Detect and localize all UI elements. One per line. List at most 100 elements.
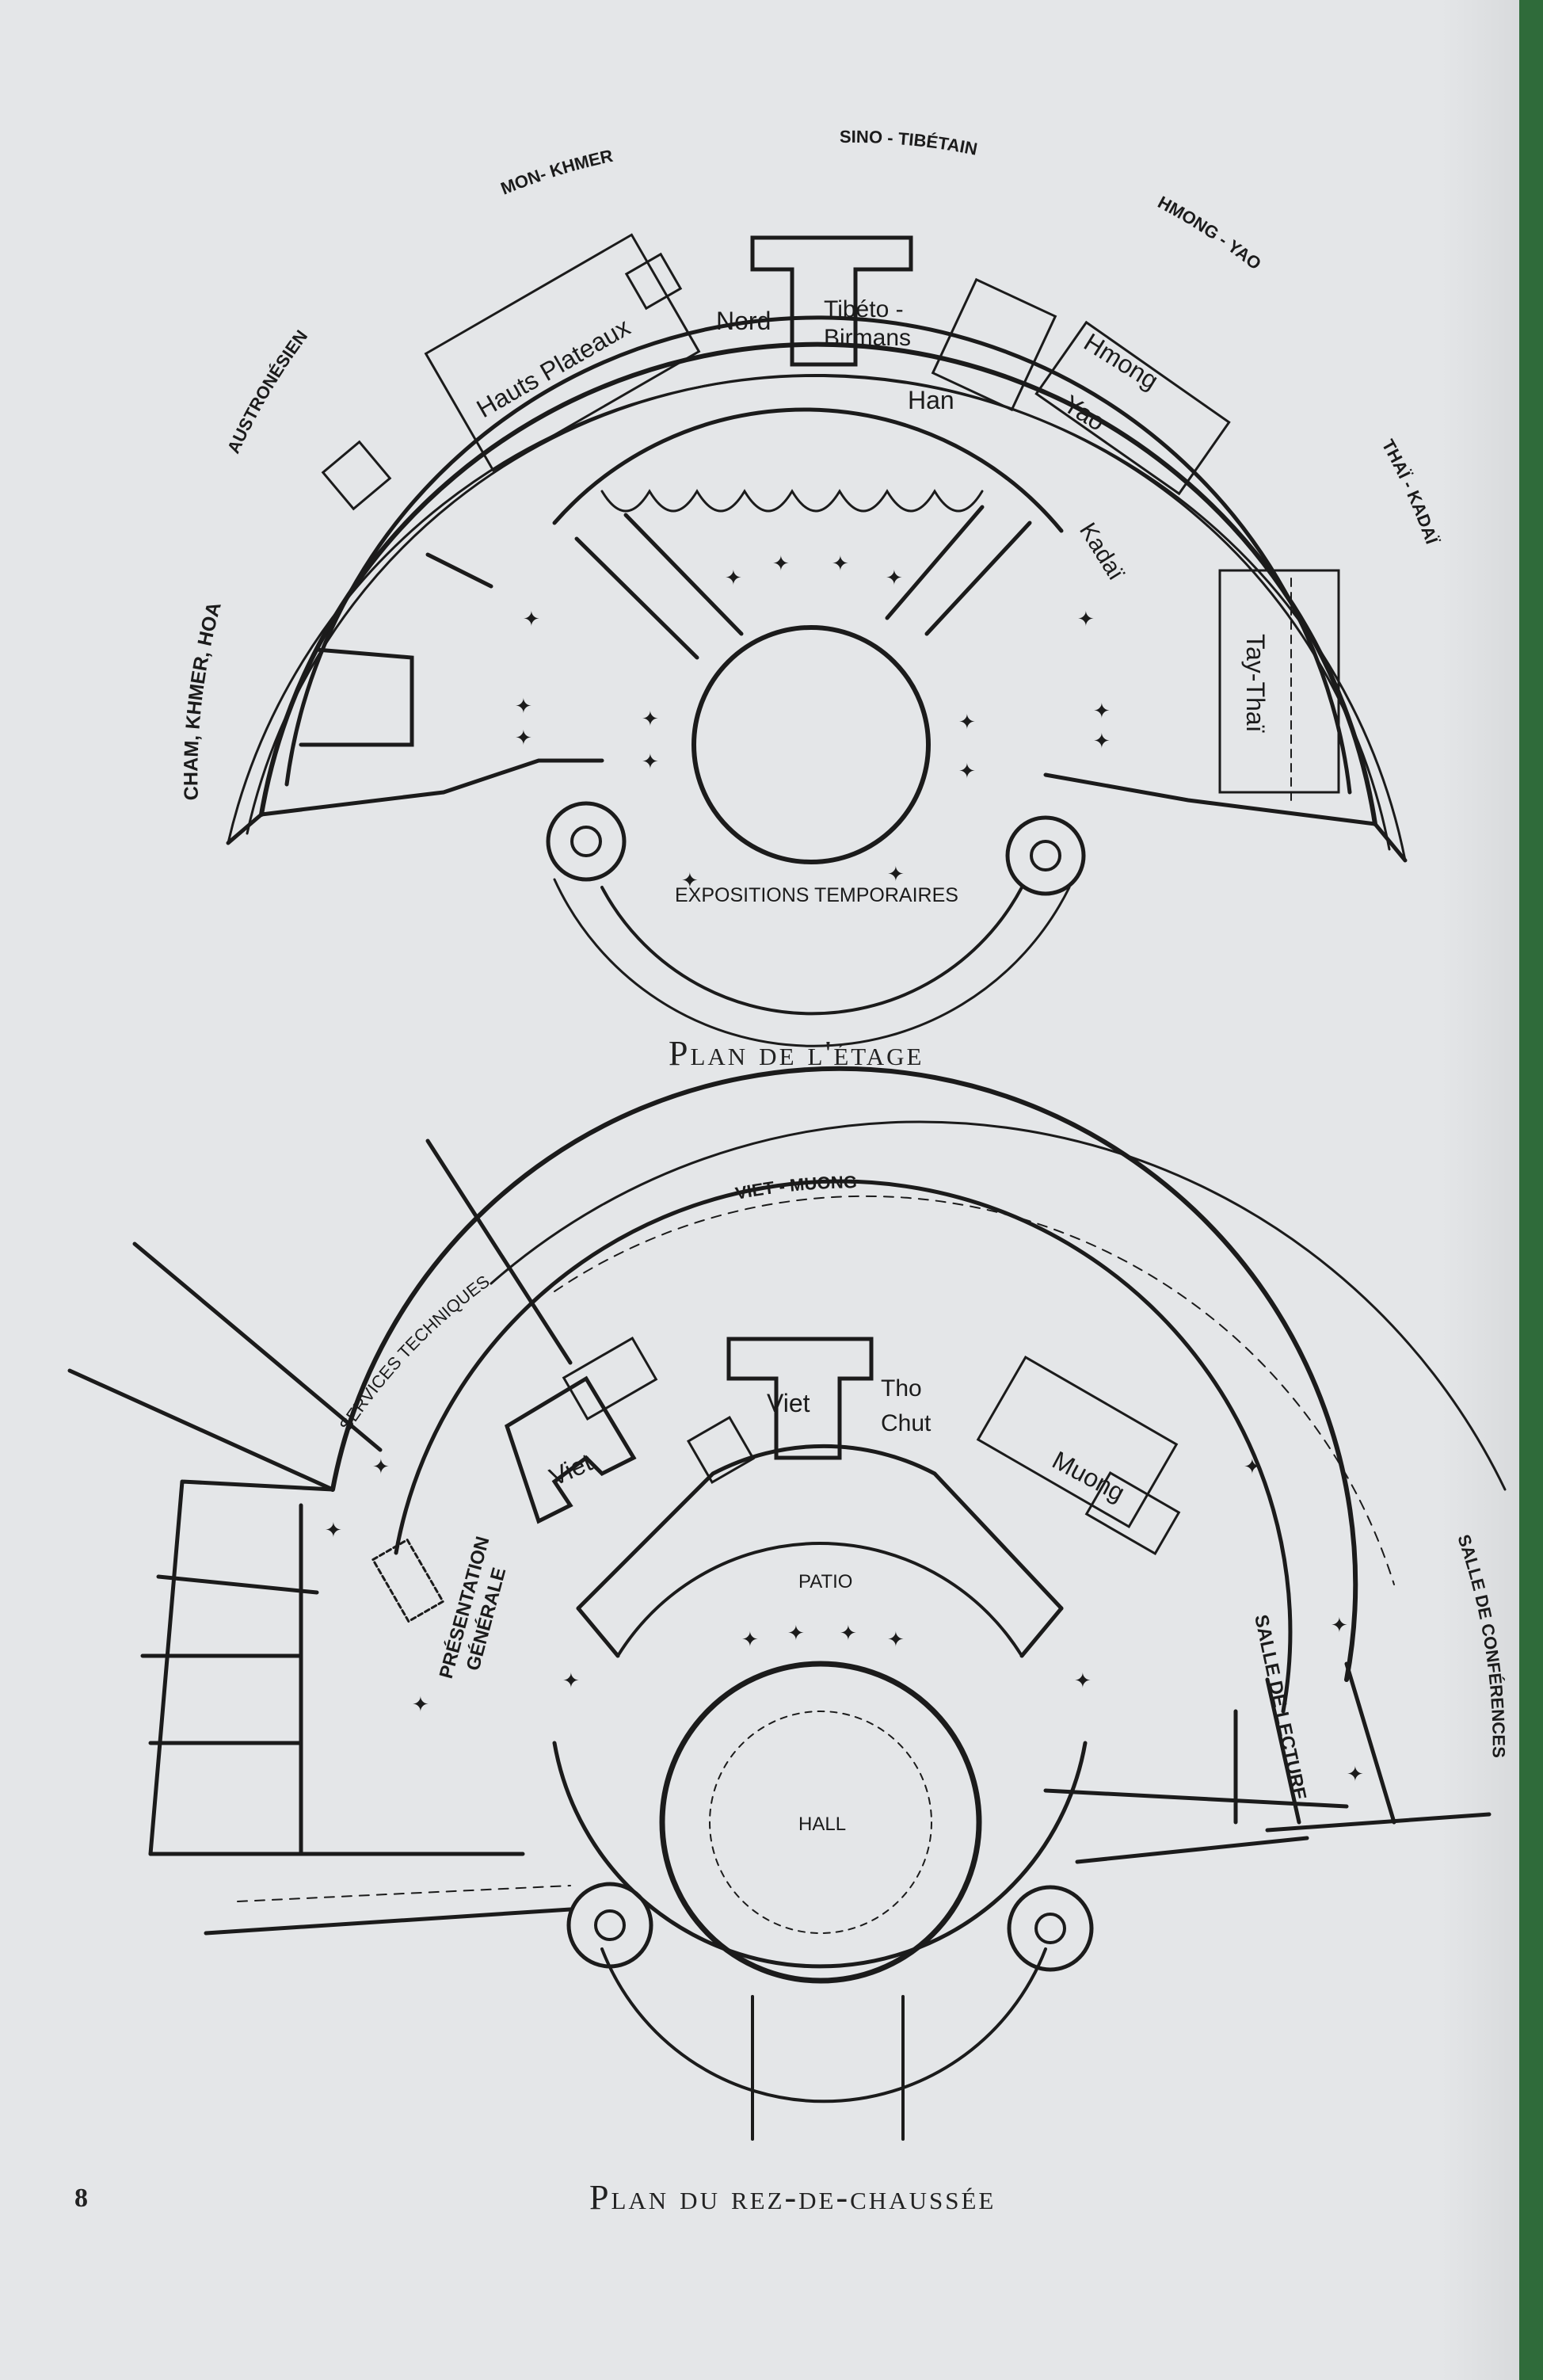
label-thai-kadai: THAÏ - KADAÏ bbox=[1378, 436, 1442, 547]
upper-columns: ✦ ✦ ✦ ✦ ✦ ✦ ✦ ✦ ✦ ✦ ✦ ✦ ✦ ✦ ✦ ✦ bbox=[515, 552, 1111, 893]
lower-outer-wall bbox=[330, 1066, 1358, 1682]
column-mark: ✦ bbox=[787, 1622, 805, 1646]
column-mark: ✦ bbox=[515, 695, 532, 719]
label-austronesien: AUSTRONÉSIEN bbox=[223, 326, 311, 456]
lower-dashed-arc bbox=[554, 1195, 1395, 1585]
label-chut: Chut bbox=[881, 1410, 932, 1436]
column-mark: ✦ bbox=[1074, 1669, 1092, 1693]
column-mark: ✦ bbox=[1077, 608, 1095, 631]
lower-stair-right-outer bbox=[1007, 1885, 1094, 1972]
column-mark: ✦ bbox=[523, 608, 540, 631]
label-mon-khmer: MON- KHMER bbox=[498, 146, 615, 199]
label-viet-left: Viet bbox=[545, 1447, 596, 1491]
lower-services-wall-far bbox=[67, 1368, 335, 1492]
column-mark: ✦ bbox=[515, 727, 532, 750]
lower-stair-left-outer bbox=[566, 1882, 653, 1969]
lower-room-muong bbox=[976, 1355, 1179, 1529]
lower-room-muong-2 bbox=[1084, 1470, 1181, 1556]
lower-plan bbox=[67, 1066, 1507, 2141]
upper-expo-arc-outer bbox=[553, 878, 1071, 1047]
lower-hall-ring-2 bbox=[600, 1947, 1047, 2103]
upper-room-yao bbox=[1034, 320, 1231, 496]
upper-bottom-left-wall bbox=[226, 758, 604, 845]
column-mark: ✦ bbox=[840, 1622, 857, 1646]
label-sino-tibetain: SINO - TIBÉTAIN bbox=[840, 127, 979, 159]
upper-corridor-left bbox=[574, 513, 744, 660]
label-cham-khmer-hoa: CHAM, KHMER, HOA bbox=[180, 600, 226, 801]
lower-patio-inner bbox=[616, 1542, 1023, 1657]
lower-stair-left-inner bbox=[594, 1909, 626, 1941]
column-mark: ✦ bbox=[562, 1669, 580, 1693]
label-birmans: Birmans bbox=[824, 325, 911, 351]
column-mark: ✦ bbox=[325, 1519, 342, 1543]
label-kadai: Kadaï bbox=[1074, 518, 1130, 585]
column-mark: ✦ bbox=[725, 566, 742, 590]
column-mark: ✦ bbox=[741, 1628, 759, 1652]
label-yao: Yao bbox=[1058, 389, 1110, 436]
upper-plan bbox=[226, 233, 1408, 1047]
upper-stair-right-inner bbox=[1030, 840, 1061, 872]
upper-stair-left-outer bbox=[546, 801, 627, 882]
column-mark: ✦ bbox=[958, 711, 976, 734]
column-mark: ✦ bbox=[1244, 1455, 1261, 1479]
column-mark: ✦ bbox=[1093, 700, 1111, 723]
label-hauts-plateaux: Hauts Plateaux bbox=[472, 312, 635, 423]
column-mark: ✦ bbox=[1331, 1614, 1348, 1638]
column-mark: ✦ bbox=[832, 552, 849, 576]
column-mark: ✦ bbox=[412, 1693, 429, 1717]
column-mark: ✦ bbox=[886, 566, 903, 590]
label-tho: Tho bbox=[881, 1375, 922, 1402]
label-hmong-yao-family: HMONG - YAO bbox=[1155, 192, 1265, 273]
upper-left-partition bbox=[425, 552, 493, 589]
lower-room-viet-left bbox=[504, 1375, 637, 1524]
upper-expo-arc bbox=[600, 886, 1023, 1016]
lower-stair-right-inner bbox=[1034, 1913, 1066, 1944]
lower-patio-sector bbox=[576, 1444, 1064, 1611]
upper-bottom-right-wall bbox=[1043, 772, 1408, 863]
label-salle-de-lecture: SALLE DE LECTURE bbox=[1250, 1613, 1310, 1802]
lower-right-bottom bbox=[1265, 1812, 1492, 1833]
label-hall: HALL bbox=[798, 1814, 846, 1835]
lower-services-wall-top bbox=[425, 1139, 573, 1365]
column-mark: ✦ bbox=[958, 760, 976, 784]
upper-stair-left-inner bbox=[570, 826, 602, 857]
label-nord: Nord bbox=[716, 307, 771, 335]
upper-outer-ring-1 bbox=[227, 375, 1407, 862]
column-mark: ✦ bbox=[772, 552, 790, 576]
column-mark: ✦ bbox=[887, 863, 905, 887]
lower-left-bottom-wall bbox=[148, 1852, 573, 1936]
lower-presentation-box bbox=[371, 1538, 445, 1623]
column-mark: ✦ bbox=[681, 869, 699, 893]
label-patio: PATIO bbox=[798, 1571, 852, 1592]
upper-left-room bbox=[299, 647, 414, 747]
upper-central-circle bbox=[691, 625, 931, 864]
lower-hall-dashed bbox=[709, 1711, 932, 1934]
upper-room-hmong bbox=[931, 277, 1057, 412]
column-mark: ✦ bbox=[1093, 730, 1111, 753]
upper-room-tay-thai bbox=[1218, 569, 1340, 794]
upper-inner-wall bbox=[284, 315, 1352, 795]
label-salle-de-conferences: SALLE DE CONFÉRENCES bbox=[1453, 1532, 1508, 1758]
label-viet-muong: VIET - MUONG bbox=[733, 1172, 857, 1203]
upper-scallops bbox=[600, 489, 984, 513]
label-tay-thai: Tay-Thaï bbox=[1241, 634, 1270, 733]
page-number: 8 bbox=[74, 2184, 88, 2213]
upper-room-small-box bbox=[624, 252, 683, 311]
lower-services-wall-bottom bbox=[132, 1241, 383, 1452]
upper-corridor-right bbox=[885, 505, 1032, 636]
lower-room-viet-mid bbox=[726, 1337, 874, 1460]
column-mark: ✦ bbox=[887, 1628, 905, 1652]
column-mark: ✦ bbox=[372, 1455, 390, 1479]
lower-hall-ring bbox=[552, 1741, 1088, 1969]
lower-right-wing bbox=[1043, 1661, 1396, 1864]
page-edge-shadow bbox=[1440, 0, 1519, 2380]
lower-patio-sides bbox=[576, 1606, 1064, 1658]
label-han: Han bbox=[908, 386, 954, 414]
lower-outer-thin-arc bbox=[490, 1120, 1507, 1491]
upper-room-hauts-plateaux bbox=[424, 233, 701, 472]
upper-room-nord-t bbox=[750, 235, 913, 367]
label-expositions-temporaires: EXPOSITIONS TEMPORAIRES bbox=[675, 884, 958, 906]
upper-stair-right-outer bbox=[1005, 815, 1086, 896]
label-muong: Muong bbox=[1048, 1445, 1130, 1507]
